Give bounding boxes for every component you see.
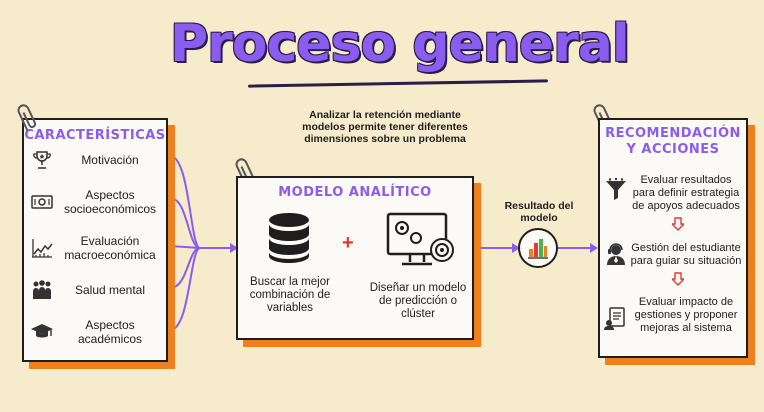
characteristics-panel: CARACTERÍSTICAS Motivación Aspectos soci… [22, 118, 168, 362]
trophy-icon [33, 151, 51, 169]
bar-chart-icon [528, 239, 548, 259]
support-agent-icon [607, 243, 625, 265]
feature-label: Motivación [81, 153, 139, 167]
line-chart-icon [32, 239, 53, 258]
feature-label: Evaluación macroeconómica [64, 234, 156, 262]
money-icon [31, 195, 53, 209]
report-icon [604, 307, 625, 330]
paperclip-icon [17, 104, 37, 131]
recommendations-panel: RECOMENDACIÓN Y ACCIONES Evaluar resulta… [598, 118, 748, 358]
intro-text: Analizar la retención mediante modelos p… [302, 109, 468, 145]
feature-label: Aspectos académicos [77, 318, 143, 346]
page-title: Proceso general [170, 14, 630, 74]
feature-item: Aspectos académicos [24, 312, 166, 352]
variables-combination-text: Buscar la mejor combinación de variables [249, 276, 331, 314]
feature-label: Salud mental [74, 283, 146, 297]
recommendation-label: Evaluar resultados para definir estrateg… [632, 174, 740, 212]
result-circle [518, 228, 558, 268]
graduation-cap-icon [31, 324, 53, 338]
funnel-icon [606, 178, 626, 200]
feature-item: Salud mental [24, 270, 166, 310]
recommendation-label: Gestión del estudiante para guiar su sit… [630, 242, 742, 267]
plus-sign: + [342, 232, 354, 254]
feature-label: Aspectos socioeconómicos [63, 188, 157, 216]
analytic-model-heading: MODELO ANALÍTICO [278, 185, 432, 200]
feature-item: Evaluación macroeconómica [24, 228, 166, 268]
monitor-gears-icon [386, 212, 454, 266]
feature-item: Motivación [24, 140, 166, 180]
down-arrow-icon [672, 272, 684, 286]
model-design-text: Diseñar un modelo de predicción o clúste… [369, 282, 467, 320]
down-arrow-icon [672, 217, 684, 231]
feature-item: Aspectos socioeconómicos [24, 182, 166, 222]
database-icon [269, 213, 309, 263]
characteristics-heading: CARACTERÍSTICAS [24, 128, 166, 143]
people-icon [33, 280, 51, 299]
recommendation-label: Evaluar impacto de gestiones y proponer … [634, 296, 738, 334]
result-label: Resultado del modelo [504, 200, 574, 224]
recommendations-heading: RECOMENDACIÓN Y ACCIONES [605, 126, 741, 157]
